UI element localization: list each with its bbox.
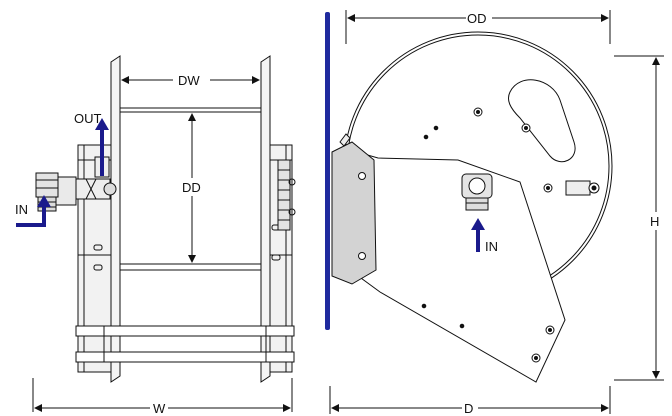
out-label: OUT	[74, 111, 102, 126]
right-flange	[260, 55, 271, 383]
adjustment-slot	[507, 79, 576, 163]
dw-label: DW	[178, 73, 200, 88]
od-label: OD	[467, 11, 487, 26]
dd-label: DD	[182, 180, 201, 195]
gear-detail	[277, 159, 296, 231]
mounting-plate-bar	[325, 12, 330, 330]
front-view	[331, 31, 613, 383]
wall-bracket	[331, 141, 377, 285]
w-dimension	[32, 378, 293, 412]
in-side-arrow	[16, 195, 51, 227]
latch	[565, 180, 591, 196]
in-front-label: IN	[485, 239, 498, 254]
h-label: H	[650, 214, 659, 229]
swivel-inlet	[35, 172, 117, 212]
h-dimension	[614, 55, 664, 381]
od-dimension	[345, 10, 611, 44]
side-view	[35, 55, 296, 383]
w-label: W	[153, 401, 166, 416]
d-dimension	[329, 386, 611, 414]
d-label: D	[464, 401, 473, 416]
in-front-arrow	[471, 218, 485, 252]
center-inlet-fitting	[461, 173, 493, 211]
out-arrow	[95, 118, 109, 176]
in-side-label: IN	[15, 202, 28, 217]
